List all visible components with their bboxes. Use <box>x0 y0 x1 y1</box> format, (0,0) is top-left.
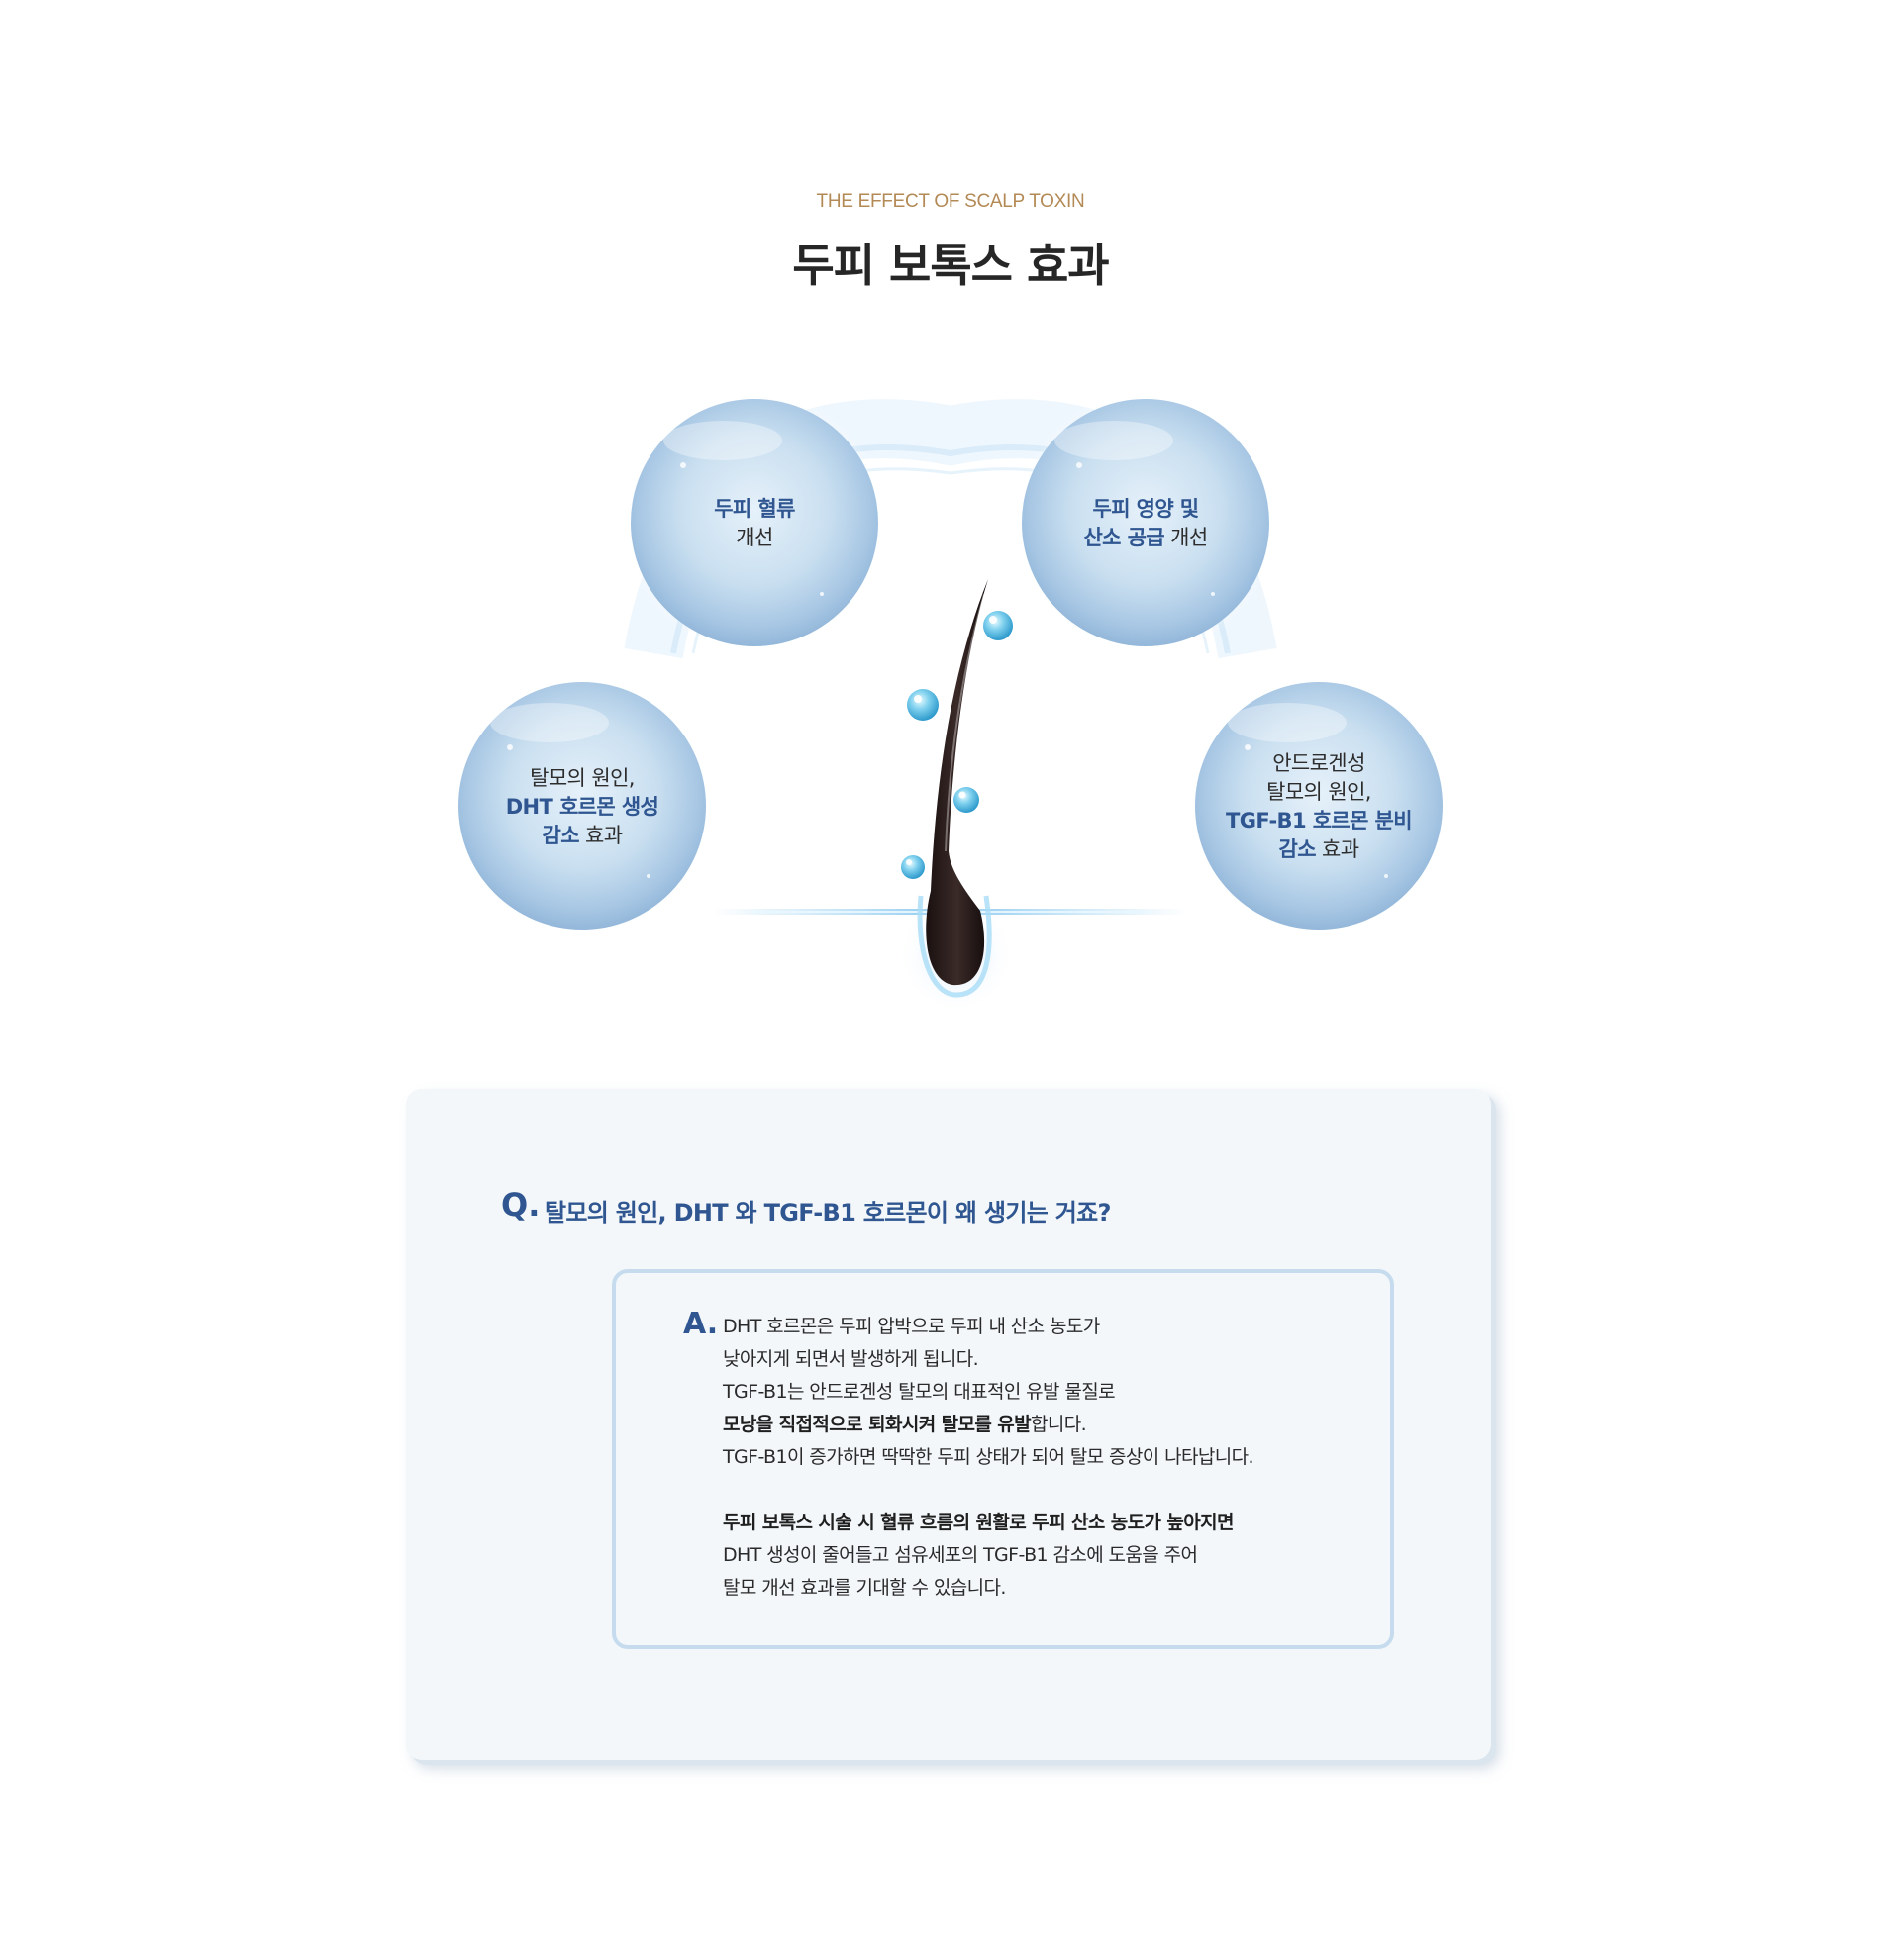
answer-mark-label: A. <box>683 1307 719 1341</box>
bubble-label-line: 두피 영양 및 <box>1092 497 1199 521</box>
answer-spacer <box>723 1474 1376 1507</box>
qa-card: Q. 탈모의 원인, DHT 와 TGF-B1 호르몬이 왜 생기는 거죠? A… <box>406 1089 1491 1760</box>
bubble-label-line: 감소 효과 <box>1200 835 1438 864</box>
answer-line: DHT 생성이 줄어들고 섬유세포의 TGF-B1 감소에 도움을 주어 <box>723 1544 1198 1566</box>
answer-line-emphasis: 두피 보톡스 시술 시 혈류 흐름의 원활로 두피 산소 농도가 높아지면 <box>723 1512 1235 1533</box>
bubble-label-highlight: 감소 <box>1278 837 1317 861</box>
bubble-label-top-right: 두피 영양 및 산소 공급 개선 <box>1027 495 1264 552</box>
bubble-label-line: 감소 효과 <box>473 822 691 850</box>
hair-strand-icon <box>926 579 988 986</box>
bubble-label-text: 개선 <box>1164 526 1208 549</box>
answer-emphasis: 모낭을 직접적으로 퇴화시켜 탈모를 유발 <box>723 1414 1032 1435</box>
bubble-label-highlight: 산소 공급 <box>1083 526 1165 549</box>
page-title: 두피 보톡스 효과 <box>792 239 1109 292</box>
bubble-right <box>1188 675 1450 936</box>
bubble-label-line: 개선 <box>736 526 773 549</box>
bubble-label-highlight: 감소 <box>542 824 580 847</box>
bubble-label-line: 탈모의 원인, <box>1266 780 1371 804</box>
bubble-label-line: DHT 호르몬 생성 <box>505 795 659 819</box>
scalp-illustration <box>451 392 1450 1015</box>
answer-box: A. DHT 호르몬은 두피 압박으로 두피 내 산소 농도가 낮아지게 되면서… <box>612 1269 1394 1649</box>
bubble-top-right <box>1015 392 1276 653</box>
bubble-label-line: 안드로겐성 <box>1272 751 1365 775</box>
bubble-label-line: 산소 공급 개선 <box>1027 524 1264 552</box>
bubble-label-line: 탈모의 원인, <box>530 766 635 790</box>
bubble-label-line: 두피 혈류 <box>714 497 795 521</box>
answer-text: DHT 호르몬은 두피 압박으로 두피 내 산소 농도가 낮아지게 되면서 발생… <box>723 1311 1376 1605</box>
water-droplet-icon <box>907 689 939 721</box>
answer-line: TGF-B1는 안드로겐성 탈모의 대표적인 유발 물질로 <box>723 1381 1116 1403</box>
section-eyebrow: THE EFFECT OF SCALP TOXIN <box>816 191 1085 212</box>
water-droplet-icon <box>901 855 925 879</box>
bubble-label-right: 안드로겐성 탈모의 원인, TGF-B1 호르몬 분비 감소 효과 <box>1200 749 1438 864</box>
water-droplet-icon <box>953 787 979 813</box>
bubble-top-left <box>624 392 885 653</box>
water-droplet-icon <box>983 611 1013 640</box>
answer-line: 모낭을 직접적으로 퇴화시켜 탈모를 유발합니다. <box>723 1409 1376 1441</box>
bubble-label-left: 탈모의 원인, DHT 호르몬 생성 감소 효과 <box>473 764 691 850</box>
question-mark-label: Q. <box>501 1186 541 1224</box>
bubble-label-line: TGF-B1 호르몬 분비 <box>1225 809 1413 833</box>
bubble-label-text: 효과 <box>1315 837 1359 861</box>
bubble-label-text: 효과 <box>578 824 623 847</box>
answer-line: 탈모 개선 효과를 기대할 수 있습니다. <box>723 1577 1006 1599</box>
question-text: 탈모의 원인, DHT 와 TGF-B1 호르몬이 왜 생기는 거죠? <box>545 1199 1111 1226</box>
answer-text-rest: 합니다. <box>1031 1414 1087 1435</box>
answer-line: 낮아지게 되면서 발생하게 됩니다. <box>723 1348 979 1370</box>
bubble-left <box>451 675 713 936</box>
bubble-label-top-left: 두피 혈류 개선 <box>655 495 853 552</box>
answer-line: DHT 호르몬은 두피 압박으로 두피 내 산소 농도가 <box>723 1316 1100 1337</box>
answer-line: TGF-B1이 증가하면 딱딱한 두피 상태가 되어 탈모 증상이 나타납니다. <box>723 1446 1254 1468</box>
